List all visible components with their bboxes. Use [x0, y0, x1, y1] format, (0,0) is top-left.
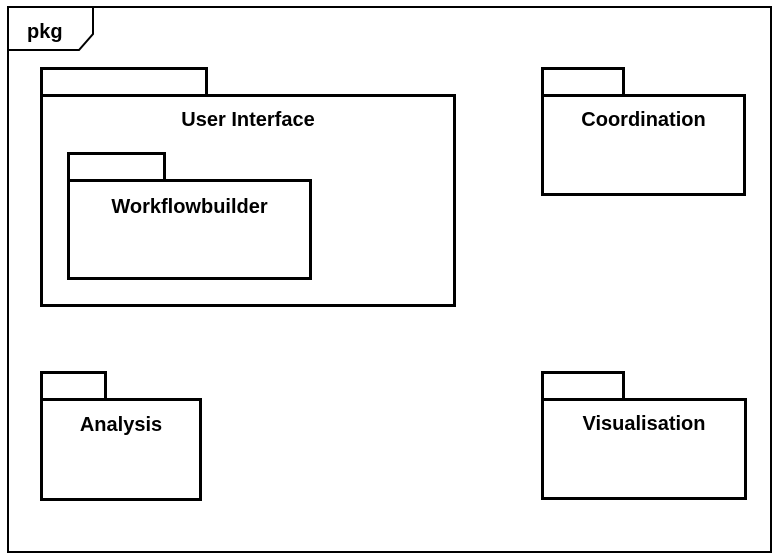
- package-tab: [40, 371, 107, 401]
- package-name: Workflowbuilder: [111, 196, 268, 218]
- package-body: Coordination: [541, 94, 746, 196]
- package-tab: [541, 67, 625, 97]
- package-tab: [40, 67, 208, 97]
- package-body: Visualisation: [541, 398, 747, 500]
- frame-label: pkg: [27, 21, 63, 43]
- frame-tab: [9, 8, 94, 51]
- package-name: Coordination: [581, 109, 706, 131]
- package-name: Analysis: [79, 414, 163, 436]
- package-name: User Interface: [181, 109, 315, 131]
- package-name: Visualisation: [582, 413, 706, 435]
- package-tab: [67, 152, 166, 182]
- package-tab: [541, 371, 625, 401]
- package-body: Analysis: [40, 398, 202, 501]
- package-body: Workflowbuilder: [67, 179, 312, 280]
